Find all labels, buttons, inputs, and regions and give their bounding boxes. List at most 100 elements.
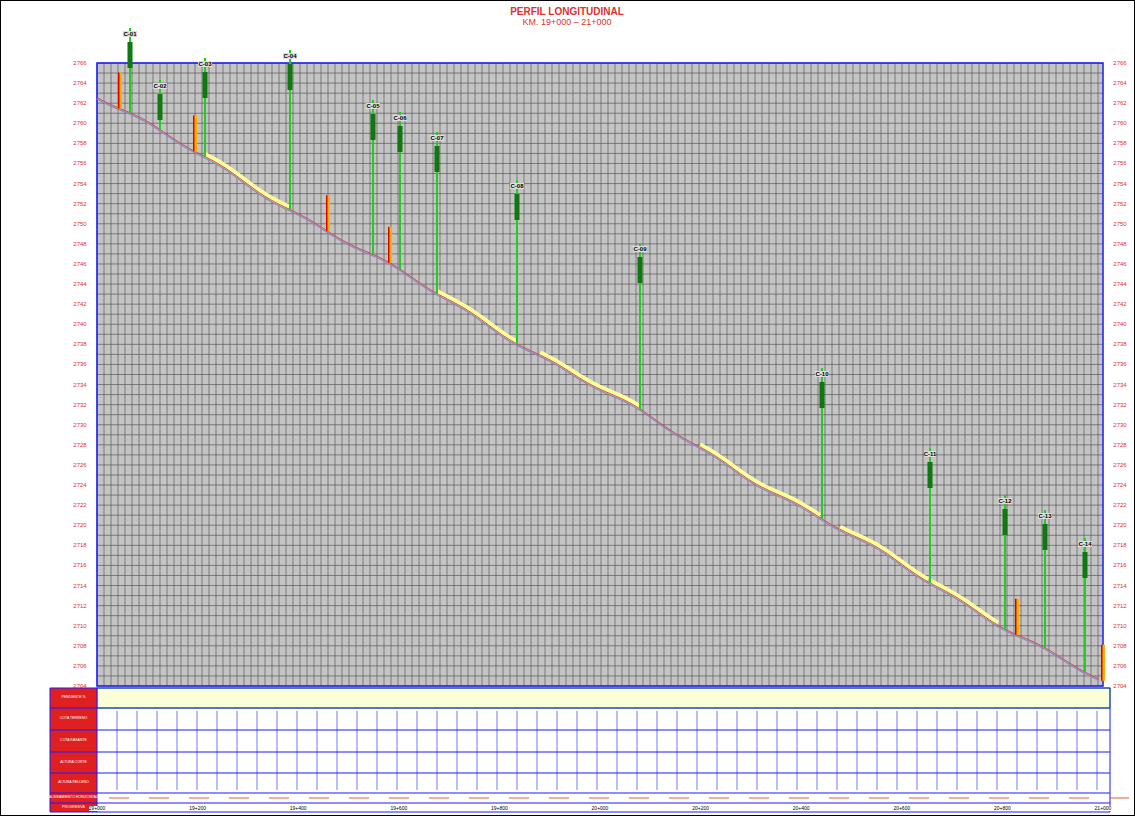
row-header: PROGRESIVA [62,806,85,810]
slope-row [97,688,1110,708]
elevation-label: 2750 [1113,221,1126,227]
elevation-label: 2712 [73,603,86,609]
elevation-label: 2758 [1113,140,1126,146]
grid-border [97,63,1103,686]
elevation-label: 2724 [73,482,86,488]
boring-marker [398,126,403,152]
boring-marker [371,114,376,140]
alignment-mark [949,798,969,799]
boring-marker [1043,524,1048,550]
elevation-label: 2704 [73,683,86,689]
elevation-label: 2732 [73,402,86,408]
row-header: COTA TERRENO [60,717,87,721]
elevation-label: 2728 [73,442,86,448]
elevation-label: 2716 [1113,562,1126,568]
elevation-label: 2744 [73,281,86,287]
elevation-label: 2742 [73,301,86,307]
alignment-mark [149,798,169,799]
boring-marker [158,94,163,120]
station-label: 19+200 [189,806,206,811]
callout-number: C-05 [366,103,379,109]
row-header: ALTURA CORTE [60,761,87,765]
alignment-mark [669,798,689,799]
callout-number: C-14 [1078,541,1091,547]
boring-marker [435,146,440,172]
fill-bar [1015,599,1017,635]
alignment-mark [989,798,1009,799]
table-lines [50,688,1110,812]
elevation-label: 2750 [73,221,86,227]
boring-marker [128,42,133,68]
station-label: 20+200 [692,806,709,811]
elevation-label: 2764 [1113,80,1126,86]
elevation-label: 2752 [73,201,86,207]
callout-number: C-07 [430,135,443,141]
fill-bar [193,115,197,151]
elevation-label: 2760 [73,120,86,126]
fill-bar [1101,645,1103,681]
title: PERFIL LONGITUDINAL [510,7,624,17]
fill-bar [118,73,122,109]
station-label: 20+000 [592,806,609,811]
callout-number: C-11 [924,451,937,457]
elevation-label: 2722 [73,502,86,508]
alignment-mark [709,798,729,799]
elevation-label: 2714 [73,583,86,589]
elevation-label: 2720 [1113,522,1126,528]
alignment-mark [549,798,569,799]
alignment-mark [389,798,409,799]
elevation-label: 2726 [73,462,86,468]
elevation-label: 2728 [1113,442,1126,448]
alignment-mark [469,798,489,799]
station-label: 20+800 [994,806,1011,811]
cut-fill-band [205,155,289,208]
elevation-label: 2710 [1113,623,1126,629]
alignment-mark [109,798,129,799]
elevation-label: 2756 [1113,160,1126,166]
elevation-label: 2756 [73,160,86,166]
row-header: ALINEAMIENTO HORIZONTAL [49,796,98,800]
elevation-label: 2712 [1113,603,1126,609]
alignment-mark [229,798,249,799]
station-label: 19+800 [491,806,508,811]
cut-fill-band [540,353,640,407]
callout-number: C-08 [510,183,523,189]
grid-lines [97,63,1103,686]
elevation-label: 2704 [1113,683,1126,689]
elevation-label: 2758 [73,140,86,146]
elevation-label: 2730 [1113,422,1126,428]
callout-number: C-12 [998,498,1011,504]
row-header: COTA RASANTE [60,739,87,743]
elevation-label: 2736 [73,361,86,367]
alignment-mark [349,798,369,799]
alignment-mark [749,798,769,799]
alignment-mark [1109,798,1129,799]
station-label: 19+600 [390,806,407,811]
alignment-mark [269,798,289,799]
elevation-label: 2720 [73,522,86,528]
boring-marker [203,72,208,98]
elevation-label: 2718 [1113,542,1126,548]
elevation-label: 2744 [1113,281,1126,287]
callout-number: C-09 [633,246,646,252]
elevation-label: 2738 [73,341,86,347]
callout-number: C-06 [393,115,406,121]
fill-bar [1015,599,1019,635]
elevation-label: 2734 [1113,382,1126,388]
elevation-label: 2722 [1113,502,1126,508]
fill-bar [388,227,392,263]
elevation-label: 2766 [1113,60,1126,66]
elevation-label: 2740 [1113,321,1126,327]
callout-number: C-03 [198,61,211,67]
elevation-label: 2752 [1113,201,1126,207]
elevation-label: 2708 [1113,643,1126,649]
callout-number: C-02 [153,83,166,89]
fill-bar [388,227,390,263]
boring-marker [129,28,131,113]
boring-marker [638,257,643,283]
elevation-label: 2726 [1113,462,1126,468]
boring-marker [515,194,520,220]
fill-bar [1101,645,1105,681]
alignment-mark [909,798,929,799]
fill-bar [118,73,120,109]
